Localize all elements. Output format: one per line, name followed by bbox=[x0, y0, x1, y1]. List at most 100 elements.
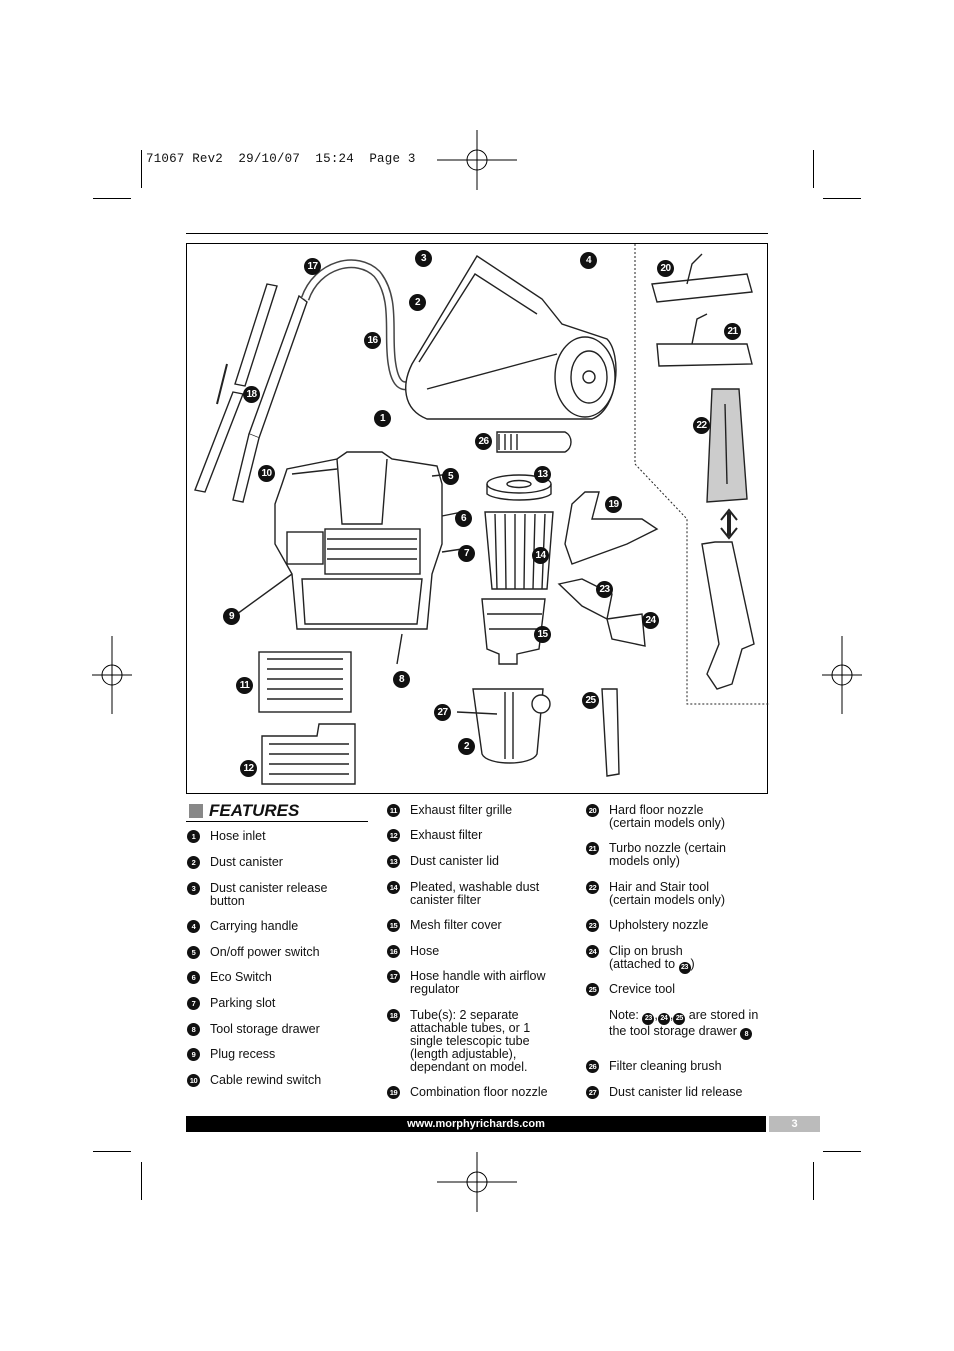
callout-15: 15 bbox=[534, 626, 551, 643]
number-badge: 3 bbox=[187, 882, 200, 895]
number-badge: 18 bbox=[387, 1009, 400, 1022]
item-label: Hair and Stair tool (certain models only… bbox=[609, 880, 726, 907]
callout-8: 8 bbox=[393, 671, 410, 688]
callout-12: 12 bbox=[240, 760, 257, 777]
callout-1: 1 bbox=[374, 410, 391, 427]
callout-4: 4 bbox=[580, 252, 597, 269]
number-badge: 27 bbox=[586, 1086, 599, 1099]
ref-badge: 8 bbox=[740, 1028, 753, 1040]
number-badge: 1 bbox=[187, 830, 200, 843]
item-label: Carrying handle bbox=[210, 919, 299, 933]
number-badge: 4 bbox=[187, 920, 200, 933]
registration-mark bbox=[822, 636, 862, 714]
crop-mark bbox=[93, 1151, 131, 1152]
callout-2b: 2 bbox=[458, 738, 475, 755]
number-badge: 25 bbox=[586, 983, 599, 996]
item-label: Dust canister release button bbox=[210, 881, 328, 908]
callout-24: 24 bbox=[642, 612, 659, 629]
item-label: Dust canister lid bbox=[410, 854, 499, 868]
crop-mark bbox=[813, 1162, 814, 1200]
callout-18: 18 bbox=[243, 386, 260, 403]
item-label: Mesh filter cover bbox=[410, 918, 502, 932]
crop-mark bbox=[93, 198, 131, 199]
page-number: 3 bbox=[769, 1116, 820, 1132]
item-label: Exhaust filter bbox=[410, 828, 483, 842]
item-label: Dust canister lid release bbox=[609, 1085, 743, 1099]
item-label: Crevice tool bbox=[609, 982, 675, 996]
item-tail: ) bbox=[690, 957, 695, 971]
item-label: Hard floor nozzle (certain models only) bbox=[609, 803, 726, 830]
callout-22: 22 bbox=[693, 417, 710, 434]
callout-17: 17 bbox=[304, 258, 321, 275]
crop-mark bbox=[823, 198, 861, 199]
number-badge: 13 bbox=[387, 855, 400, 868]
item-label: Cable rewind switch bbox=[210, 1073, 322, 1087]
ref-badge: 24 bbox=[657, 1012, 670, 1025]
website-link[interactable]: www.morphyrichards.com bbox=[407, 1118, 545, 1130]
item-label: Hose handle with airflow regulator bbox=[410, 969, 546, 996]
callout-21: 21 bbox=[724, 323, 741, 340]
item-label: Parking slot bbox=[210, 996, 276, 1010]
item-label: Clip on brush (attached to 23) bbox=[609, 945, 719, 974]
registration-mark bbox=[437, 130, 517, 190]
callout-11: 11 bbox=[236, 677, 253, 694]
number-badge: 19 bbox=[387, 1086, 400, 1099]
callout-13: 13 bbox=[534, 466, 551, 483]
callout-3: 3 bbox=[415, 250, 432, 267]
callout-7: 7 bbox=[458, 545, 475, 562]
callout-26: 26 bbox=[475, 433, 492, 450]
footer-bar: www.morphyrichards.com bbox=[186, 1116, 766, 1132]
features-title: FEATURES bbox=[209, 801, 300, 820]
note-text: Note: 23,24,25 are stored in the tool st… bbox=[609, 1009, 759, 1040]
callout-14: 14 bbox=[532, 547, 549, 564]
number-badge: 6 bbox=[187, 971, 200, 984]
callout-20: 20 bbox=[657, 260, 674, 277]
item-label: Dust canister bbox=[210, 855, 283, 869]
number-badge: 16 bbox=[387, 945, 400, 958]
callout-6: 6 bbox=[455, 510, 472, 527]
registration-mark bbox=[92, 636, 132, 714]
number-badge: 7 bbox=[187, 997, 200, 1010]
item-label: Hose inlet bbox=[210, 829, 266, 843]
number-badge: 12 bbox=[387, 829, 400, 842]
number-badge: 24 bbox=[586, 945, 599, 958]
number-badge: 23 bbox=[586, 919, 599, 932]
number-badge: 11 bbox=[387, 804, 400, 817]
number-badge: 5 bbox=[187, 946, 200, 959]
item-label: Exhaust filter grille bbox=[410, 803, 513, 817]
item-label: Filter cleaning brush bbox=[609, 1059, 722, 1073]
number-badge: 2 bbox=[187, 856, 200, 869]
number-badge: 10 bbox=[187, 1074, 200, 1087]
heading-square-icon bbox=[189, 804, 203, 818]
item-label: Combination floor nozzle bbox=[410, 1085, 548, 1099]
ref-badge: 23 bbox=[678, 961, 691, 974]
note-suffix: are stored in the tool storage drawer bbox=[609, 1008, 759, 1038]
item-label: Upholstery nozzle bbox=[609, 918, 709, 932]
number-badge: 8 bbox=[187, 1023, 200, 1036]
crop-mark bbox=[813, 150, 814, 188]
callout-16: 16 bbox=[364, 332, 381, 349]
number-badge: 22 bbox=[586, 881, 599, 894]
crop-mark bbox=[823, 1151, 861, 1152]
number-badge: 21 bbox=[586, 842, 599, 855]
number-badge: 14 bbox=[387, 881, 400, 894]
callout-9: 9 bbox=[223, 608, 240, 625]
top-rule bbox=[186, 233, 768, 234]
callout-2: 2 bbox=[409, 294, 426, 311]
ref-badge: 23 bbox=[642, 1012, 655, 1025]
item-label: Tool storage drawer bbox=[210, 1022, 320, 1036]
item-label: Hose bbox=[410, 944, 440, 958]
item-label: Tube(s): 2 separate attachable tubes, or… bbox=[410, 1008, 531, 1074]
ref-badge: 25 bbox=[673, 1012, 686, 1025]
item-label: Pleated, washable dust canister filter bbox=[410, 880, 540, 907]
item-label: Turbo nozzle (certain models only) bbox=[609, 841, 726, 868]
note-prefix: Note: bbox=[609, 1008, 643, 1022]
number-badge: 20 bbox=[586, 804, 599, 817]
number-badge: 26 bbox=[586, 1060, 599, 1073]
callout-27: 27 bbox=[434, 704, 451, 721]
print-slug: 71067 Rev2 29/10/07 15:24 Page 3 bbox=[146, 152, 416, 166]
diagram-illustration bbox=[194, 244, 769, 785]
item-text: Clip on brush (attached to bbox=[609, 944, 683, 971]
vacuum-parts-diagram: 17 3 4 2 16 18 1 26 10 5 13 6 7 14 9 8 1… bbox=[186, 243, 769, 794]
item-label: Plug recess bbox=[210, 1047, 276, 1061]
